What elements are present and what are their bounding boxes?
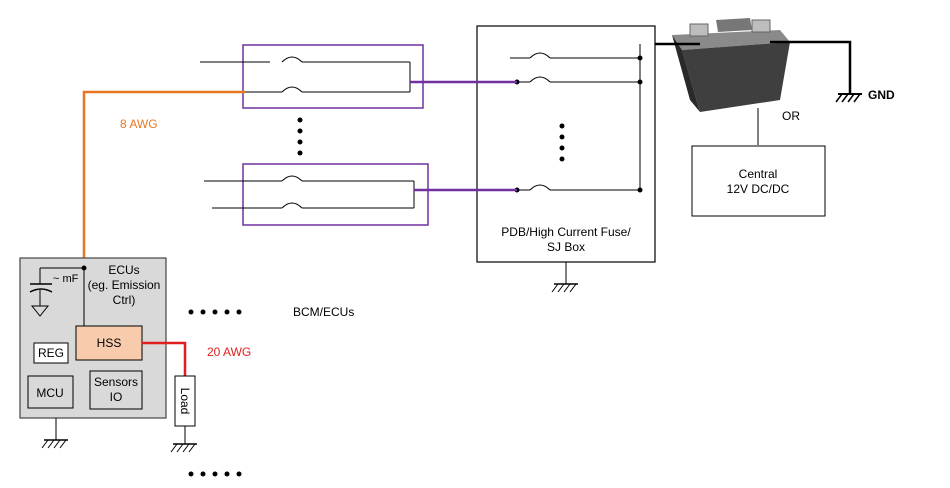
fuse-icon bbox=[281, 56, 303, 63]
battery-icon bbox=[672, 18, 790, 112]
gnd-label: GND bbox=[868, 88, 895, 102]
cap-label: ~ mF bbox=[53, 273, 79, 285]
ground-icon bbox=[170, 443, 197, 453]
ecu-label-line3: Ctrl) bbox=[113, 293, 136, 307]
pdb-label-line1: PDB/High Current Fuse/ bbox=[501, 225, 631, 239]
mcu-label: MCU bbox=[36, 386, 63, 400]
upper-fuse-box bbox=[242, 44, 424, 109]
capacitor-icon bbox=[29, 283, 53, 317]
ground-icon bbox=[835, 93, 862, 103]
mcu-block bbox=[27, 375, 74, 409]
reg-block bbox=[33, 342, 69, 364]
ecu-label-line2: (eg. Emission bbox=[88, 278, 161, 292]
central-label-line2: 12V DC/DC bbox=[727, 182, 790, 196]
fuse-icon bbox=[281, 175, 303, 182]
sensors-label-line1: Sensors bbox=[94, 375, 138, 389]
or-label: OR bbox=[782, 109, 800, 123]
reg-label: REG bbox=[38, 346, 64, 360]
sensors-label-line2: IO bbox=[110, 390, 123, 404]
bcm-label: BCM/ECUs bbox=[293, 305, 354, 319]
central-dcdc-box bbox=[691, 145, 826, 217]
ground-icon bbox=[551, 283, 578, 293]
sensors-block bbox=[89, 370, 143, 410]
load-label: Load bbox=[178, 388, 192, 415]
fuse-icon bbox=[281, 86, 303, 93]
fuse-icon bbox=[281, 202, 303, 209]
central-label-line1: Central bbox=[739, 167, 778, 181]
lower-fuse-box bbox=[242, 163, 429, 226]
fuse-icon bbox=[510, 52, 640, 59]
ground-icon bbox=[41, 439, 68, 449]
hss-label: HSS bbox=[97, 336, 122, 350]
awg8-label: 8 AWG bbox=[120, 117, 158, 131]
pdb-box bbox=[476, 25, 656, 263]
ecu-label-line1: ECUs bbox=[108, 263, 139, 277]
awg20-label: 20 AWG bbox=[207, 345, 251, 359]
pdb-label-line2: SJ Box bbox=[547, 240, 585, 254]
